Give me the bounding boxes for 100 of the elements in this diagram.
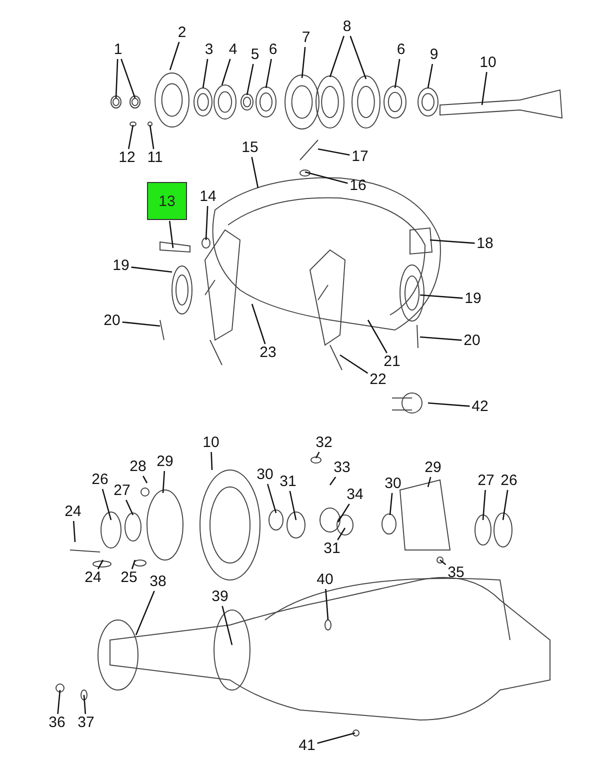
callout-number: 8: [342, 19, 352, 35]
callout-number: 11: [147, 150, 163, 166]
leader-line: [221, 58, 231, 86]
callout-number: 31: [324, 541, 340, 557]
leader-line: [318, 148, 350, 156]
callout-number: 31: [280, 474, 296, 490]
callout-number: 21: [384, 354, 400, 370]
callout-number: 23: [260, 345, 276, 361]
callout-number: 27: [478, 473, 494, 489]
callout-number: 35: [448, 565, 464, 581]
callout-number: 24: [84, 570, 102, 586]
leader-line: [265, 58, 272, 88]
leader-line: [251, 304, 266, 344]
leader-line: [329, 476, 336, 486]
callout-number: 33: [334, 460, 350, 476]
leader-line: [120, 58, 136, 98]
callout-number: 22: [370, 372, 386, 388]
callout-number: 17: [352, 149, 368, 165]
leader-line: [389, 492, 393, 516]
callout-number: 3: [204, 42, 214, 58]
leader-line: [440, 560, 446, 566]
callout-number: 18: [476, 236, 494, 252]
leader-line: [301, 46, 306, 78]
leader-line: [168, 220, 174, 248]
leader-line: [502, 490, 508, 520]
leader-line: [266, 484, 277, 514]
callout-number: 7: [302, 30, 310, 46]
callout-number: 5: [250, 47, 260, 63]
callout-number: 2: [178, 25, 186, 41]
callout-number: 42: [472, 399, 488, 415]
leader-line: [169, 42, 180, 70]
callout-number: 4: [228, 42, 238, 58]
callout-number: 26: [500, 473, 518, 489]
highlighted-callout: 13: [147, 182, 187, 220]
callout-number: 24: [64, 504, 82, 520]
leader-line: [202, 58, 208, 88]
callout-number: 37: [78, 715, 94, 731]
leader-line: [246, 64, 254, 96]
leader-line: [131, 266, 172, 273]
leader-line: [315, 452, 320, 458]
callout-number: 34: [346, 487, 364, 503]
callout-number: 38: [150, 574, 166, 590]
leader-line: [102, 488, 112, 520]
callout-number: 15: [242, 140, 258, 156]
callout-number: 32: [316, 435, 332, 451]
callout-number: 26: [92, 472, 108, 488]
callout-number: 39: [212, 589, 228, 605]
callout-number: 19: [112, 258, 130, 274]
callout-number: 20: [104, 313, 120, 329]
callout-number: 29: [424, 460, 442, 476]
callout-number: 29: [156, 454, 174, 470]
callout-number: 1: [114, 42, 122, 58]
leader-line: [427, 64, 434, 88]
leader-line: [350, 36, 367, 80]
leader-line: [149, 124, 154, 150]
callout-number: 9: [430, 47, 438, 63]
callout-number: 6: [268, 42, 278, 58]
leader-line: [131, 560, 136, 570]
callout-number: 14: [200, 189, 216, 205]
leader-line: [482, 490, 486, 520]
leader-line: [394, 58, 400, 88]
leader-line: [115, 58, 118, 98]
leader-line: [325, 588, 329, 620]
leader-line: [142, 476, 148, 484]
leader-line: [428, 402, 470, 407]
leader-line: [251, 156, 259, 188]
callout-number: 27: [114, 483, 130, 499]
leader-line: [83, 694, 86, 714]
callout-number: 36: [48, 715, 66, 731]
leader-line: [97, 560, 104, 570]
leader-line: [329, 36, 345, 78]
callout-number: 10: [202, 435, 220, 451]
callout-number: 19: [464, 291, 482, 307]
callout-number: 30: [384, 476, 402, 492]
leader-line: [481, 72, 488, 106]
leader-line: [427, 476, 432, 488]
leader-line: [317, 732, 356, 744]
leader-line: [430, 239, 475, 244]
callout-number: 30: [256, 467, 274, 483]
leader-line: [72, 520, 76, 542]
leader-line: [420, 336, 462, 341]
leader-line: [135, 590, 155, 636]
leader-line: [304, 171, 348, 184]
leader-line: [57, 690, 61, 714]
callout-number: 16: [350, 178, 366, 194]
callout-number: 28: [130, 459, 146, 475]
leader-line: [289, 490, 297, 520]
callout-number: 6: [396, 42, 406, 58]
leader-line: [162, 470, 166, 494]
callout-number: 10: [480, 55, 496, 71]
callout-number: 25: [120, 570, 138, 586]
callout-number: 40: [316, 572, 334, 588]
leader-line: [122, 321, 160, 327]
leader-line: [367, 320, 388, 354]
leader-line: [337, 528, 346, 540]
leader-line: [340, 354, 368, 374]
leader-line: [205, 206, 208, 240]
callout-number: 12: [118, 150, 136, 166]
callout-number: 41: [298, 738, 316, 754]
leader-line: [128, 124, 134, 150]
